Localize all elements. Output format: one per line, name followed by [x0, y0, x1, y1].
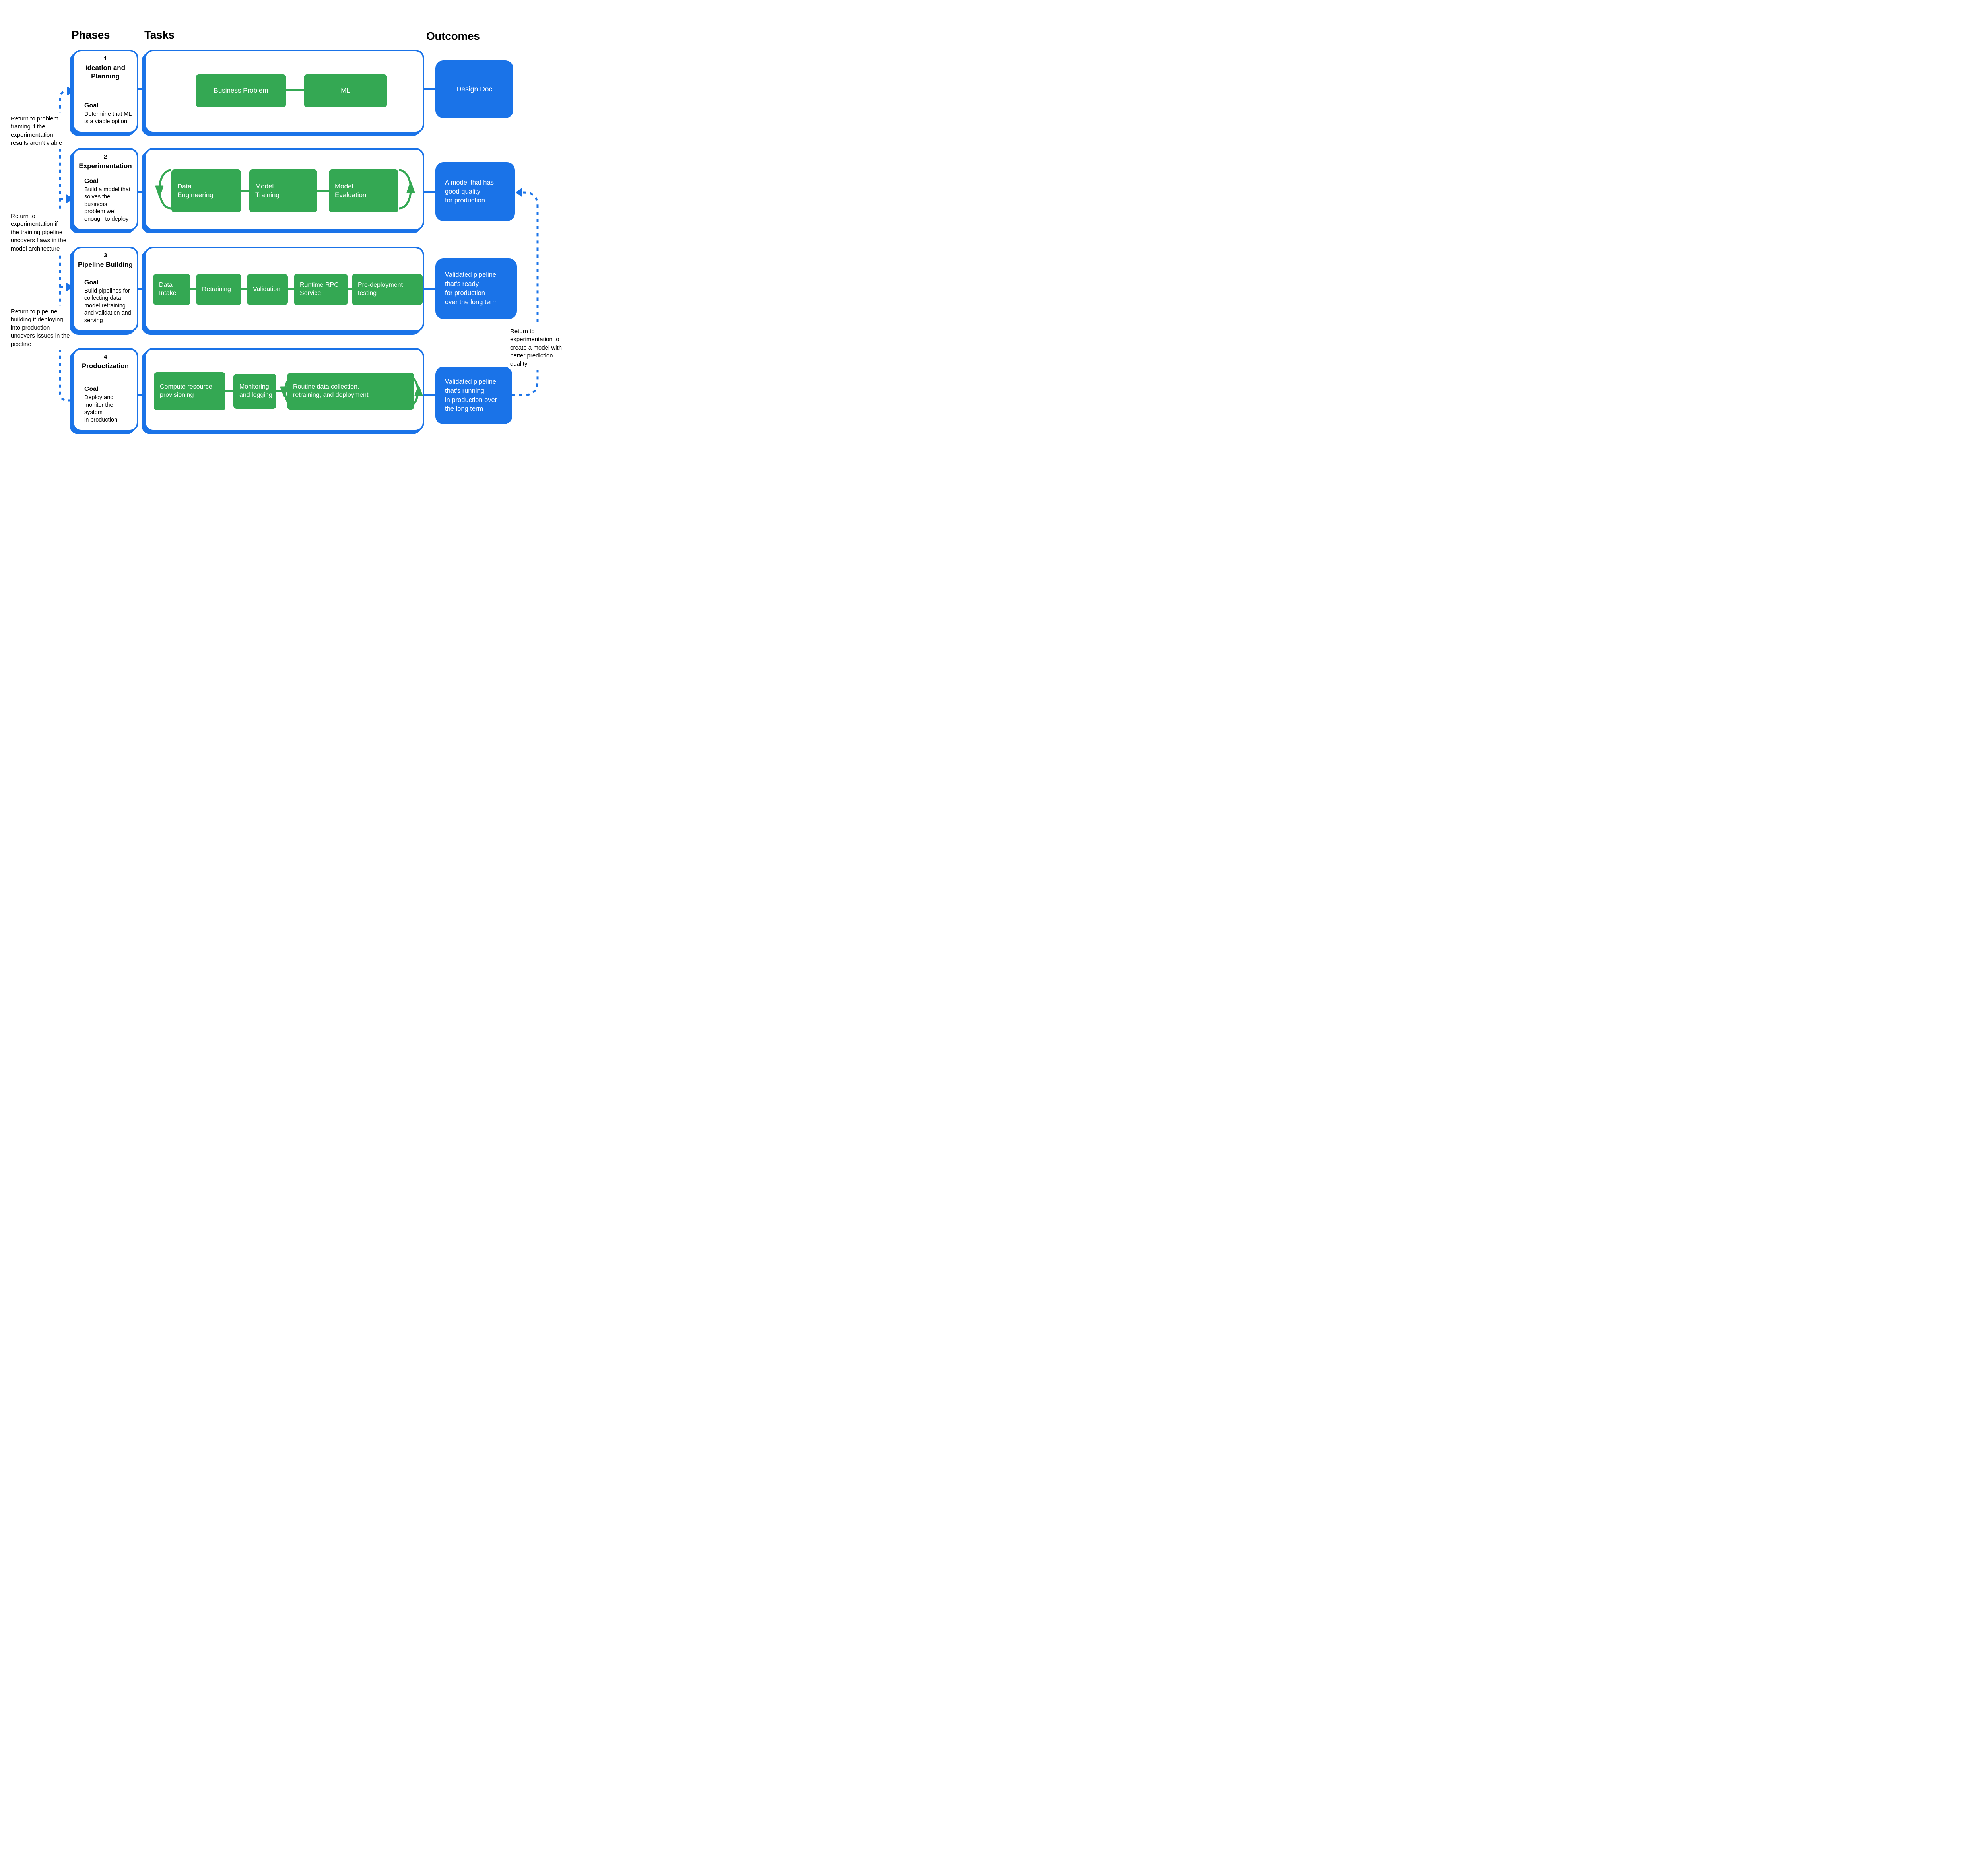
connector-row3-d [348, 288, 352, 290]
phase-number: 2 [103, 153, 107, 160]
goal-label: Goal [84, 102, 99, 109]
phase-goal-block: Goal Build pipelines for collecting data… [78, 279, 133, 324]
task-box-model-evaluation: Model Evaluation [329, 169, 398, 212]
goal-label: Goal [84, 177, 99, 185]
arrowhead-to-phase3-icon [66, 283, 73, 291]
connector-row2-a [241, 190, 249, 192]
phase-title: Productization [82, 362, 129, 370]
task-box-runtime-rpc-service: Runtime RPC Service [294, 274, 348, 305]
annotation-return-experimentation: Return to experimentation if the trainin… [10, 211, 78, 254]
outcome-card-validated-pipeline-running: Validated pipeline that’s running in pro… [435, 367, 512, 424]
task-box-validation: Validation [247, 274, 288, 305]
loop-arrow-right-icon [407, 375, 423, 408]
outcome-card-good-model: A model that has good quality for produc… [435, 162, 515, 221]
connector-row4-a [225, 390, 233, 392]
phase-title: Ideation and Planning [85, 64, 126, 80]
arrowhead-to-phase2-icon [66, 194, 73, 203]
task-box-retraining: Retraining [196, 274, 241, 305]
tasks-panel-productization: Compute resource provisioning Monitoring… [144, 348, 424, 431]
phase-title: Pipeline Building [78, 261, 133, 268]
phase-goal-block: Goal Build a model that solves the busin… [78, 178, 133, 223]
connector-row2-b [317, 190, 329, 192]
goal-label: Goal [84, 386, 99, 393]
annotation-return-better-prediction: Return to experimentation to create a mo… [509, 326, 564, 370]
diagram-canvas: Phases Tasks Outcomes Return to problem … [0, 0, 564, 465]
connector-row3-c [288, 288, 294, 290]
connector-phase2-tasks [138, 191, 145, 193]
connector-tasks1-outcome1 [424, 88, 436, 90]
phase-card-pipeline-building: 3 Pipeline Building Goal Build pipelines… [72, 247, 138, 332]
outcomes-header: Outcomes [426, 30, 480, 42]
connector-businessproblem-ml [286, 89, 304, 91]
goal-text: Determine that ML is a viable option [84, 111, 132, 125]
phase-number: 4 [103, 354, 107, 360]
connector-phase4-tasks [138, 394, 145, 396]
connector-row3-b [241, 288, 247, 290]
task-box-business-problem: Business Problem [196, 74, 286, 107]
task-box-monitoring-logging: Monitoring and logging [233, 374, 276, 409]
outcome-card-validated-pipeline-ready: Validated pipeline that’s ready for prod… [435, 258, 517, 319]
phase-card-productization: 4 Productization Goal Deploy and monitor… [72, 348, 138, 431]
loop-arrow-left-icon [155, 169, 172, 210]
phase-title: Experimentation [79, 162, 132, 170]
task-box-data-engineering: Data Engineering [171, 169, 241, 212]
tasks-panel-experimentation: Data Engineering Model Training Model Ev… [144, 148, 424, 231]
goal-text: Build pipelines for collecting data, mod… [84, 288, 131, 324]
connector-phase3-tasks [138, 288, 145, 290]
annotation-return-problem-framing: Return to problem framing if the experim… [10, 113, 76, 149]
phase-goal-block: Goal Deploy and monitor the system in pr… [78, 386, 133, 423]
connector-row3-a [190, 288, 196, 290]
phase-goal-block: Goal Determine that ML is a viable optio… [78, 102, 133, 125]
task-box-model-training: Model Training [249, 169, 317, 212]
connector-tasks3-outcome3 [424, 288, 436, 290]
goal-label: Goal [84, 279, 99, 286]
goal-text: Deploy and monitor the system in product… [84, 394, 118, 423]
tasks-header: Tasks [144, 29, 175, 41]
tasks-panel-ideation: Business Problem ML [144, 50, 424, 133]
goal-text: Build a model that solves the business p… [84, 186, 131, 222]
phase-card-experimentation: 2 Experimentation Goal Build a model tha… [72, 148, 138, 231]
task-box-routine-collection-retraining-deployment: Routine data collection, retraining, and… [287, 373, 414, 410]
annotation-return-pipeline-building: Return to pipeline building if deploying… [10, 306, 78, 350]
connector-tasks4-outcome4 [424, 394, 436, 396]
connector-phase1-tasks [138, 88, 145, 90]
phases-header: Phases [72, 29, 110, 41]
task-box-compute-provisioning: Compute resource provisioning [154, 372, 225, 410]
loop-arrow-right-icon [398, 169, 415, 210]
tasks-panel-pipeline-building: Data Intake Retraining Validation Runtim… [144, 247, 424, 332]
phase-number: 3 [103, 252, 107, 259]
connector-tasks2-outcome2 [424, 191, 436, 193]
task-box-predeployment-testing: Pre-deployment testing [352, 274, 423, 305]
phase-number: 1 [103, 55, 107, 62]
arrowhead-to-outcome2-icon [516, 188, 522, 197]
task-box-ml: ML [304, 74, 387, 107]
outcome-card-design-doc: Design Doc [435, 60, 513, 118]
task-box-data-intake: Data Intake [153, 274, 190, 305]
phase-card-ideation: 1 Ideation and Planning Goal Determine t… [72, 50, 138, 133]
